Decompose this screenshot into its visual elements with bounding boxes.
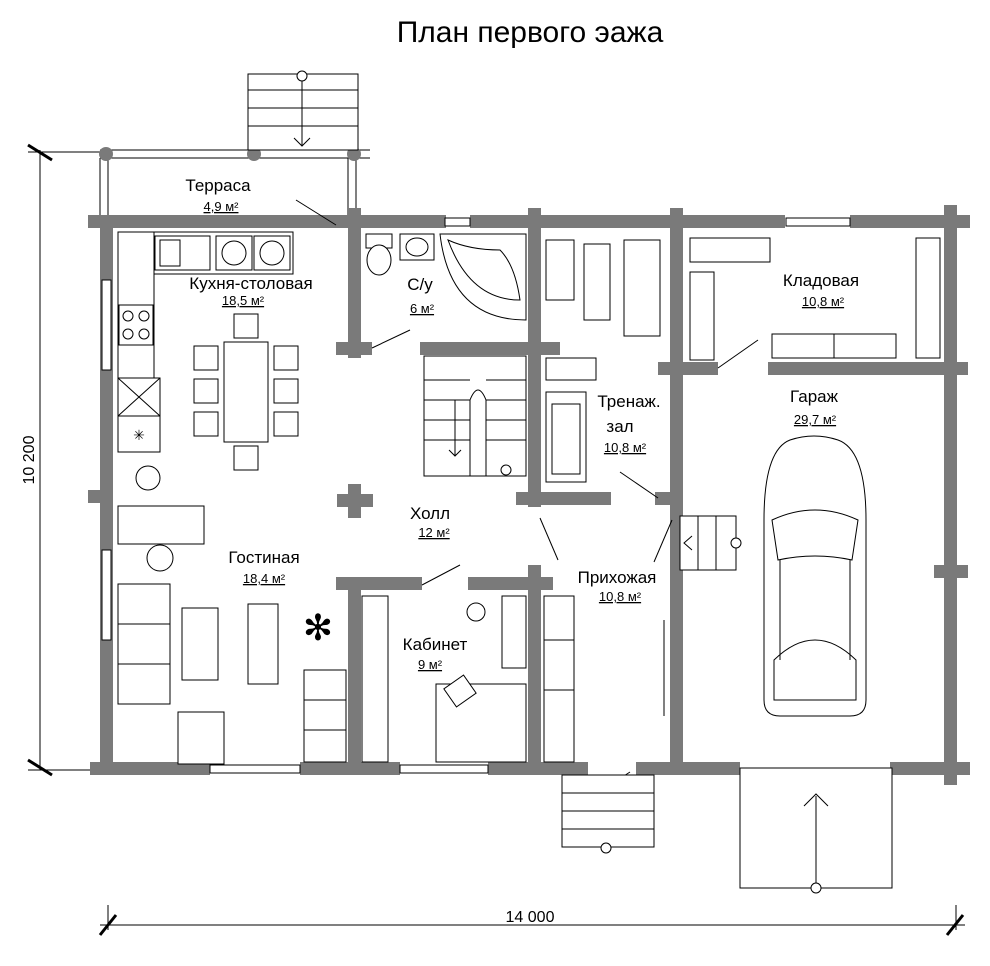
svg-text:Кухня-столовая: Кухня-столовая <box>189 274 312 293</box>
room-label-kitchen: Кухня-столовая 18,5 м² <box>189 274 312 308</box>
terrace-stairs <box>247 70 359 151</box>
living-furniture: ✻ <box>117 505 347 765</box>
dimension-width: 14 000 <box>98 905 965 936</box>
svg-text:6 м²: 6 м² <box>410 301 435 316</box>
svg-text:Тренаж.: Тренаж. <box>597 392 660 411</box>
svg-text:С/у: С/у <box>407 275 433 294</box>
storage-shelves <box>689 237 941 361</box>
plan-title: План первого эажа <box>397 16 664 49</box>
svg-text:10,8 м²: 10,8 м² <box>599 589 642 604</box>
room-label-storage: Кладовая 10,8 м² <box>783 271 859 309</box>
cabinet-furniture <box>361 595 527 763</box>
svg-text:Кабинет: Кабинет <box>403 635 468 654</box>
svg-text:Терраса: Терраса <box>185 176 251 195</box>
room-label-terrace: Терраса 4,9 м² <box>185 176 251 214</box>
svg-text:зал: зал <box>606 417 633 436</box>
room-label-cabinet: Кабинет 9 м² <box>403 635 468 672</box>
hall-stairs <box>423 355 527 477</box>
svg-text:29,7 м²: 29,7 м² <box>794 412 837 427</box>
svg-text:12 м²: 12 м² <box>418 525 450 540</box>
svg-text:Гараж: Гараж <box>790 387 839 406</box>
kitchen-furniture: ✳ <box>117 231 299 491</box>
room-label-bathroom: С/у 6 м² <box>407 275 434 316</box>
bathroom-fixtures <box>365 233 527 321</box>
svg-text:Кладовая: Кладовая <box>783 271 859 290</box>
svg-text:9 м²: 9 м² <box>418 657 443 672</box>
walls <box>88 205 970 785</box>
room-label-garage: Гараж 29,7 м² <box>790 387 839 427</box>
room-label-hall: Холл 12 м² <box>410 504 450 540</box>
garage-apron <box>739 767 893 894</box>
windows <box>101 217 851 774</box>
svg-text:Прихожая: Прихожая <box>578 568 657 587</box>
room-label-gym: Тренаж. зал 10,8 м² <box>597 392 660 455</box>
room-label-living: Гостиная 18,4 м² <box>228 548 299 586</box>
gym-equipment <box>545 239 661 483</box>
dimension-height-label: 10 200 <box>21 435 38 484</box>
svg-text:10,8 м²: 10,8 м² <box>802 294 845 309</box>
svg-text:✻: ✻ <box>303 607 333 648</box>
entry-stairs <box>561 774 655 854</box>
svg-text:Гостиная: Гостиная <box>228 548 299 567</box>
dimension-width-label: 14 000 <box>506 909 555 926</box>
svg-text:Холл: Холл <box>410 504 450 523</box>
car <box>763 435 867 717</box>
svg-text:10,8 м²: 10,8 м² <box>604 440 647 455</box>
dimension-height: 10 200 <box>21 143 110 777</box>
svg-text:18,5 м²: 18,5 м² <box>222 293 265 308</box>
svg-text:4,9 м²: 4,9 м² <box>204 199 240 214</box>
garage-stairs <box>679 515 742 571</box>
room-label-entrance: Прихожая 10,8 м² <box>578 568 657 604</box>
svg-text:✳: ✳ <box>133 427 145 443</box>
svg-text:18,4 м²: 18,4 м² <box>243 571 286 586</box>
hallway-furniture <box>543 595 665 763</box>
